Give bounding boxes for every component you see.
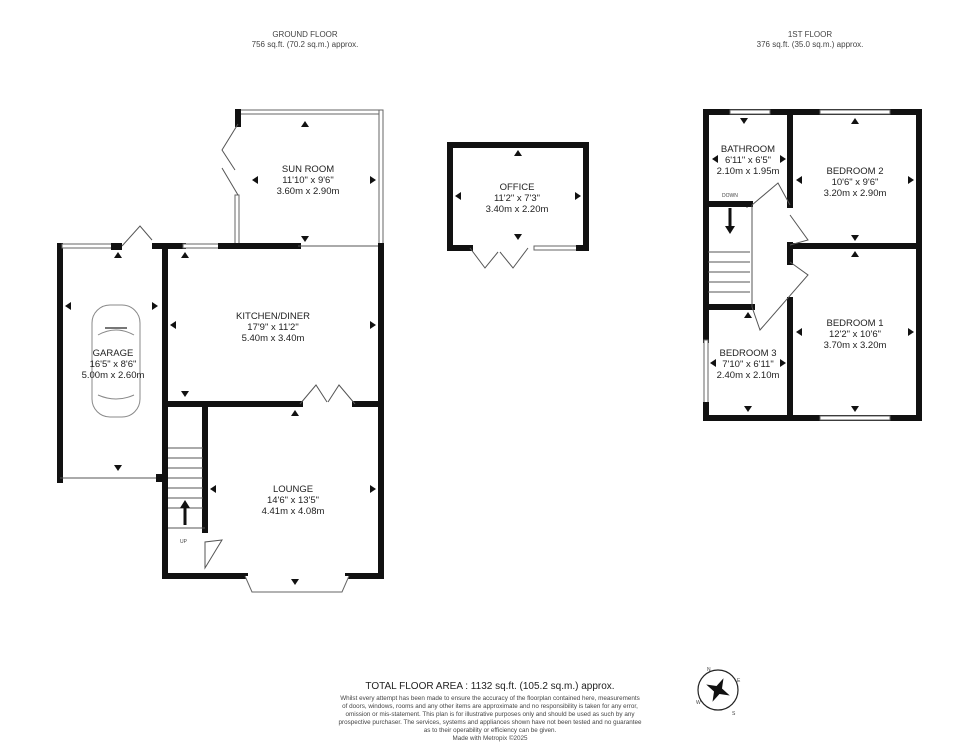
room-name: OFFICE [500,182,535,193]
wall [111,243,122,250]
room-metric: 3.60m x 2.90m [277,186,340,197]
room-bedroom-1: BEDROOM 1 12'2" x 10'6" 3.70m x 3.20m [824,318,887,351]
ground-floor-plan: UP [57,109,589,593]
stairs-up-label: UP [180,539,188,545]
garage-window [61,243,113,249]
svg-text:of doors, windows, rooms and a: of doors, windows, rooms and any other i… [342,703,638,710]
sun-room-left-window [234,194,240,246]
room-metric: 5.40m x 3.40m [242,333,305,344]
room-metric: 3.40m x 2.20m [486,204,549,215]
svg-text:N: N [707,667,711,673]
svg-text:omission or mis-statement. Thi: omission or mis-statement. This plan is … [346,711,636,718]
office-door [469,247,529,269]
svg-text:as to their operability or eff: as to their operability or efficiency ca… [424,727,557,734]
room-bedroom-2: BEDROOM 2 10'6" x 9'6" 3.20m x 2.90m [824,166,887,199]
kitchen-window [182,243,222,249]
room-kitchen-diner: KITCHEN/DINER 17'9" x 11'2" 5.40m x 3.40… [236,311,310,344]
room-garage: GARAGE 16'5" x 8'6" 5.00m x 2.60m [82,348,145,381]
dimension-arrows [65,118,914,585]
svg-text:prospective purchaser. The ser: prospective purchaser. The services, sys… [338,719,642,726]
disclaimer: Whilst every attempt has been made to en… [338,695,642,742]
garage-side-door [121,225,153,247]
room-lounge: LOUNGE 14'6" x 13'5" 4.41m x 4.08m [262,484,325,517]
total-floor-area: TOTAL FLOOR AREA : 1132 sq.ft. (105.2 sq… [365,681,614,692]
room-imperial: 11'10" x 9'6" [282,175,333,186]
wall [156,474,164,482]
ground-floor-area: 756 sq.ft. (70.2 sq.m.) approx. [252,40,359,49]
room-name: GARAGE [93,348,134,359]
ground-floor-title: GROUND FLOOR [272,30,338,39]
room-bedroom-3: BEDROOM 3 7'10" x 6'11" 2.40m x 2.10m [717,348,780,381]
room-imperial: 11'2" x 7'3" [494,193,540,204]
sun-room-door [221,123,239,196]
office-window [533,245,580,251]
room-metric: 5.00m x 2.60m [82,370,145,381]
svg-text:W: W [696,700,701,706]
sun-room-side-window [378,109,384,246]
room-imperial: 7'10" x 6'11" [722,359,773,370]
room-imperial: 17'9" x 11'2" [247,322,298,333]
car-icon [91,304,141,418]
bay-window [244,575,350,593]
svg-text:E: E [737,678,741,684]
room-imperial: 12'2" x 10'6" [829,329,881,340]
compass-icon: N E S W [696,667,741,717]
lounge-door [299,384,356,405]
sun-room-window [239,109,384,115]
room-metric: 3.70m x 3.20m [824,340,887,351]
first-floor-title: 1ST FLOOR [788,30,833,39]
room-bathroom: BATHROOM 6'11" x 6'5" 2.10m x 1.95m [717,144,780,177]
stairs [168,447,205,529]
room-imperial: 16'5" x 8'6" [90,359,137,370]
room-office: OFFICE 11'2" x 7'3" 3.40m x 2.20m [486,182,549,215]
svg-text:Whilst every attempt has been: Whilst every attempt has been made to en… [340,695,640,702]
room-metric: 4.41m x 4.08m [262,506,325,517]
bathroom-window [729,109,771,115]
cupboard-door [204,539,223,570]
room-name: BEDROOM 3 [719,348,776,359]
room-imperial: 14'6" x 13'5" [267,495,319,506]
room-metric: 2.10m x 1.95m [717,166,780,177]
room-imperial: 10'6" x 9'6" [832,177,879,188]
first-floor-plan: DOWN [703,109,922,421]
room-name: BEDROOM 2 [826,166,883,177]
room-name: LOUNGE [273,484,313,495]
room-metric: 2.40m x 2.10m [717,370,780,381]
room-name: KITCHEN/DINER [236,311,310,322]
stairs-down-label: DOWN [722,193,738,199]
stairs [708,208,750,293]
room-name: SUN ROOM [282,164,334,175]
landing-doors [751,182,809,331]
bedroom1-window [819,415,891,421]
room-name: BATHROOM [721,144,775,155]
room-name: BEDROOM 1 [826,318,883,329]
svg-text:S: S [732,711,736,717]
room-metric: 3.20m x 2.90m [824,188,887,199]
first-floor-area: 376 sq.ft. (35.0 sq.m.) approx. [757,40,864,49]
made-with: Made with Metropix ©2025 [453,734,528,742]
room-sun-room: SUN ROOM 11'10" x 9'6" 3.60m x 2.90m [277,164,340,197]
bedroom3-window [703,339,709,406]
bedroom2-window [819,109,891,115]
room-imperial: 6'11" x 6'5" [725,155,771,166]
